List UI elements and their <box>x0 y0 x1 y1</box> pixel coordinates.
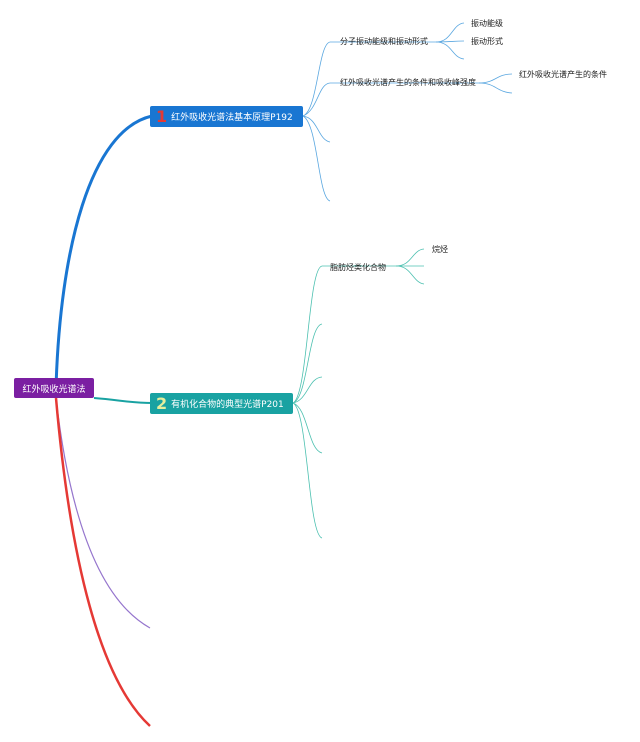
branch-node-label: 有机化合物的典型光谱P201 <box>171 400 284 410</box>
subtopic-vibration-levels-and-modes[interactable]: 分子振动能级和振动形式 <box>340 37 428 46</box>
connector-root-branch3 <box>55 397 151 629</box>
subtopic-ir-conditions-and-intensity[interactable]: 红外吸收光谱产生的条件和吸收峰强度 <box>340 78 476 87</box>
branch-number-badge: 2 <box>156 393 168 413</box>
leaf-vibration-levels[interactable]: 振动能级 <box>471 19 503 28</box>
branch2-subconnectors <box>292 248 425 539</box>
leaf-vibration-modes[interactable]: 振动形式 <box>471 37 503 46</box>
branch-node-principles[interactable]: 1 红外吸收光谱法基本原理P192 <box>150 106 303 127</box>
subtopic-aliphatic-hydrocarbons[interactable]: 脂肪烃类化合物 <box>330 263 386 272</box>
branch-number-badge: 1 <box>156 106 168 126</box>
connector-root-branch1 <box>54 114 153 389</box>
branch-node-typical-spectra[interactable]: 2 有机化合物的典型光谱P201 <box>150 393 293 414</box>
leaf-alkanes[interactable]: 烷烃 <box>432 245 448 254</box>
branch1-subconnectors <box>302 22 513 202</box>
leaf-ir-conditions[interactable]: 红外吸收光谱产生的条件 <box>519 70 607 79</box>
root-node[interactable]: 红外吸收光谱法 <box>14 378 94 398</box>
connector-root-branch2 <box>93 397 153 404</box>
root-node-label: 红外吸收光谱法 <box>22 384 86 395</box>
branch-node-label: 红外吸收光谱法基本原理P192 <box>171 113 293 123</box>
connector-root-branch4 <box>54 397 151 727</box>
